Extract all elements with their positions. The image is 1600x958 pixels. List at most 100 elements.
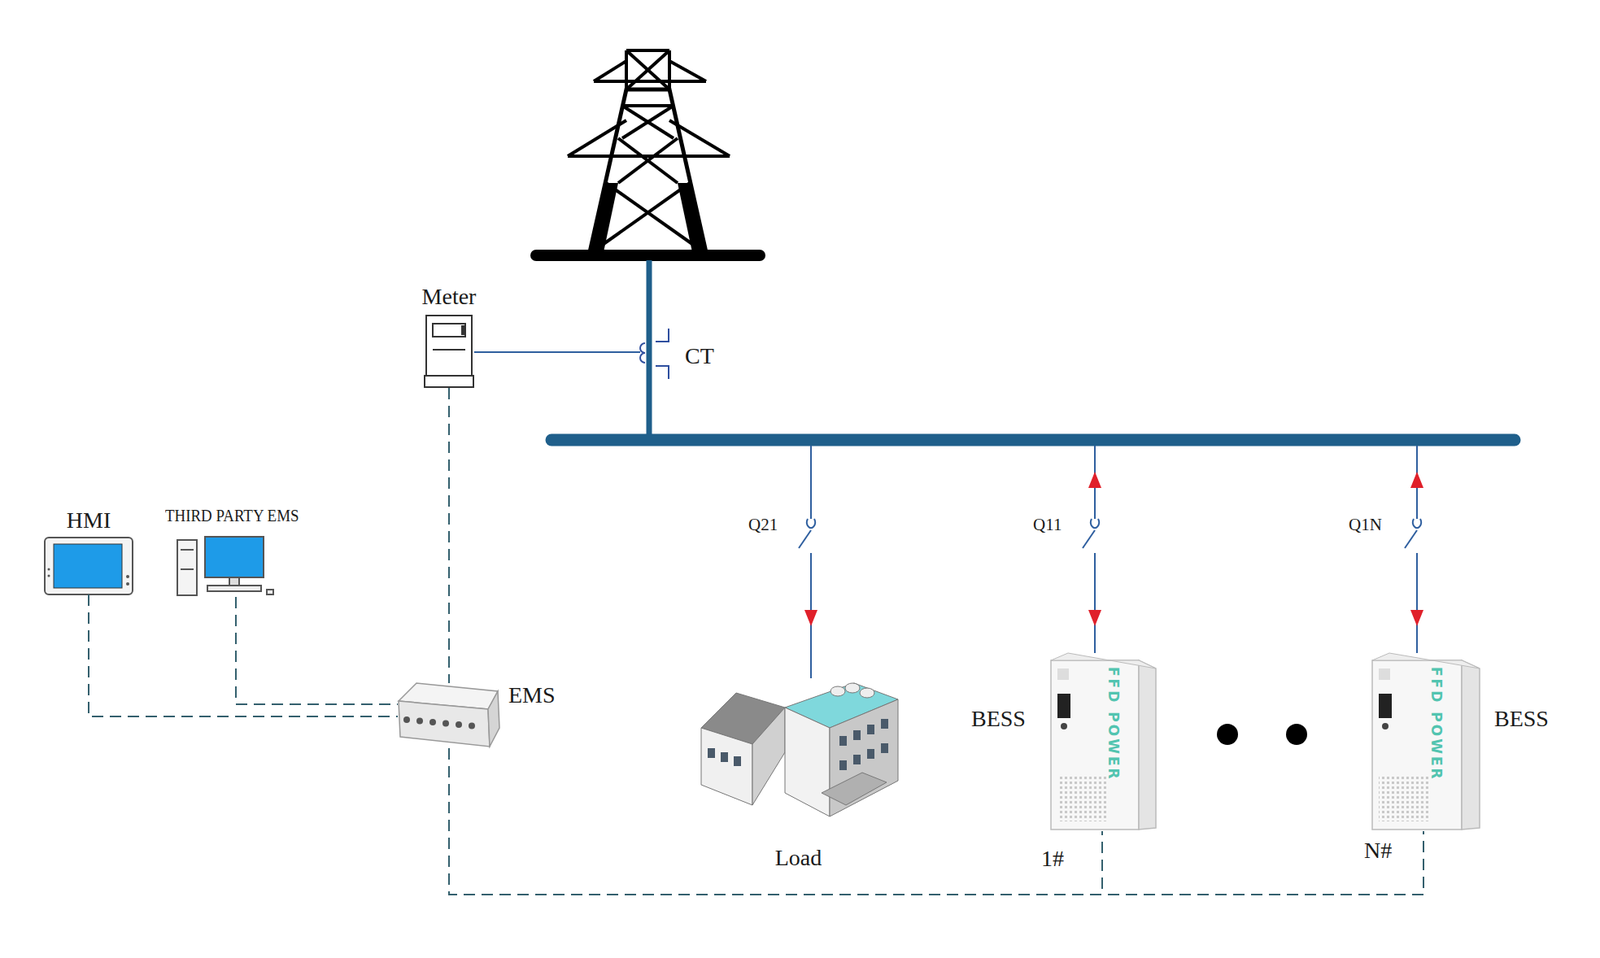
bess-cabinet-1: [1057, 693, 1071, 719]
transmission-tower: [669, 61, 707, 82]
node-heading: EMS: [508, 683, 556, 709]
node-heading: Load: [775, 845, 823, 872]
ems-node: EMS: [397, 683, 501, 749]
pc-icon: [204, 536, 264, 578]
ems-device: [429, 719, 436, 726]
ems-device: [488, 691, 500, 747]
ellipsis-dots: [1216, 723, 1239, 746]
bess-cabinet-n: [1372, 653, 1480, 669]
transmission-tower: [622, 105, 674, 139]
transmission-tower: [618, 138, 678, 184]
building-illustration: [853, 730, 861, 741]
pc-icon: [266, 589, 274, 595]
building-illustration: [701, 683, 899, 817]
power-arrows: [1088, 610, 1102, 627]
power-arrows: [1088, 471, 1102, 489]
bess-node: BESSN#: [1372, 653, 1480, 832]
current-transformer: [640, 328, 669, 380]
pc-icon: [180, 568, 194, 571]
ems-device: [403, 716, 476, 730]
transmission-tower: [593, 61, 627, 82]
pc-icon: [229, 577, 240, 586]
feeders: [1416, 553, 1418, 654]
node-heading: BESS: [1494, 706, 1549, 733]
building-illustration: [821, 772, 887, 806]
hmi-icon: [47, 568, 51, 572]
transmission-tower: [603, 183, 690, 245]
ems-device: [403, 716, 410, 724]
bess-cabinet-n: [1378, 693, 1392, 719]
pc-icon: [177, 536, 274, 596]
meter-icon: [424, 375, 474, 388]
hmi-icon: [44, 537, 133, 595]
power-arrows: [804, 610, 818, 627]
bess-cabinet-n: [1378, 668, 1391, 681]
building-illustration: [867, 749, 875, 759]
node-heading: Meter: [422, 284, 477, 310]
transmission-tower: [567, 120, 627, 157]
transmission-tower: [618, 138, 678, 184]
building-illustration: [720, 752, 729, 763]
transmission-tower: [626, 50, 670, 90]
meter-node: Meter: [423, 313, 475, 389]
bess-cabinet-n: [1372, 653, 1480, 830]
feeders: [810, 445, 812, 519]
power-arrows: [804, 471, 1424, 627]
pc-icon: [177, 540, 197, 596]
ct-label: CT: [684, 344, 715, 370]
ellipsis-dots: [1216, 723, 1308, 746]
ems-device: [398, 701, 490, 747]
hmi-icon: [44, 537, 133, 595]
transmission-tower: [624, 50, 628, 90]
pc-icon: [180, 549, 194, 551]
hmi-icon: [47, 575, 51, 578]
bess-cabinet-1: [1057, 776, 1107, 822]
unit-number: N#: [1364, 838, 1392, 864]
ems-device: [398, 683, 500, 747]
busbar: [551, 260, 1515, 441]
meter-icon: [462, 326, 465, 335]
transmission-tower: [626, 48, 670, 53]
bess-cabinet-1: [1057, 668, 1069, 681]
transmission-tower: [530, 50, 766, 262]
current-transformer: [640, 343, 646, 363]
feeders: [806, 518, 816, 528]
building-illustration: [701, 728, 753, 806]
node-heading: HMI: [66, 508, 111, 534]
building-illustration: [707, 719, 889, 771]
bess-cabinet-1: [1050, 653, 1156, 669]
building-illustration: [859, 688, 875, 698]
bess-cabinet-1: [1050, 660, 1139, 830]
meter-icon: [424, 315, 474, 388]
transmission-tower: [593, 79, 707, 83]
bess-cabinet-1: [1138, 660, 1156, 830]
pc-node: THIRD PARTY EMS: [175, 536, 276, 598]
transmission-tower: [669, 120, 730, 157]
switch-label: Q11: [1033, 515, 1062, 535]
switch-label: Q1N: [1348, 515, 1383, 535]
hmi-icon: [126, 575, 130, 579]
meter-icon: [426, 315, 472, 376]
switch-label: Q21: [748, 515, 778, 535]
power-arrows: [1410, 610, 1424, 627]
building-illustration: [839, 736, 847, 746]
bess-cabinet-1: [1060, 723, 1068, 730]
feeders: [798, 530, 811, 549]
building-illustration: [853, 754, 861, 765]
busbar: [551, 434, 1515, 447]
meter-wire: [474, 351, 641, 354]
transmission-tower: [589, 89, 707, 253]
building-illustration: [830, 686, 846, 697]
comm-link: [88, 594, 398, 717]
comm-link: [449, 748, 1103, 895]
hmi-node: HMI: [44, 537, 133, 595]
hmi-icon: [126, 582, 130, 586]
transmission-tower: [667, 50, 672, 90]
transmission-tower: [622, 105, 674, 139]
current-transformer: [655, 328, 669, 342]
comm-link: [449, 748, 1424, 895]
load-node: Load: [698, 678, 899, 817]
